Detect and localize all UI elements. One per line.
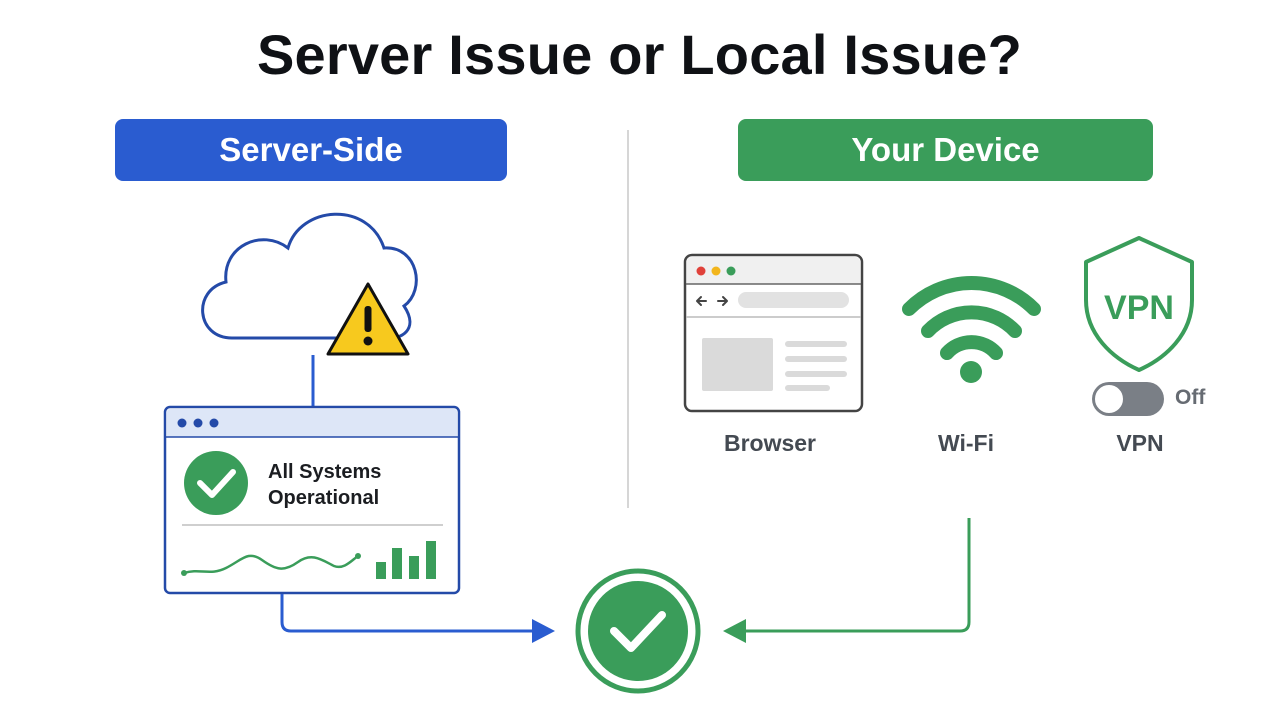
status-window-icon xyxy=(163,405,461,595)
diagram-title: Server Issue or Local Issue? xyxy=(256,23,1023,86)
vpn-toggle-label: Off xyxy=(1175,386,1206,409)
your-device-header: Your Device xyxy=(738,119,1153,181)
status-text: All Systems Operational xyxy=(268,459,381,511)
check-circle-icon xyxy=(184,451,248,515)
status-line-2: Operational xyxy=(268,487,380,509)
browser-label: Browser xyxy=(723,430,817,456)
device-arrow xyxy=(723,518,971,643)
server-side-header: Server-Side xyxy=(115,119,507,181)
vpn-shield-icon: VPN xyxy=(1084,236,1194,372)
vpn-shield-text: VPN xyxy=(1104,289,1174,327)
wifi-label: Wi-Fi xyxy=(938,430,994,456)
server-arrow xyxy=(280,594,555,643)
wifi-icon xyxy=(902,275,1041,383)
result-check-icon xyxy=(575,568,701,694)
browser-window-icon xyxy=(683,253,864,413)
warning-icon xyxy=(326,282,410,356)
status-line-1: All Systems xyxy=(268,461,382,483)
vpn-label: VPN xyxy=(1116,430,1164,456)
center-divider xyxy=(627,130,629,508)
toggle-icon[interactable] xyxy=(1092,382,1164,416)
